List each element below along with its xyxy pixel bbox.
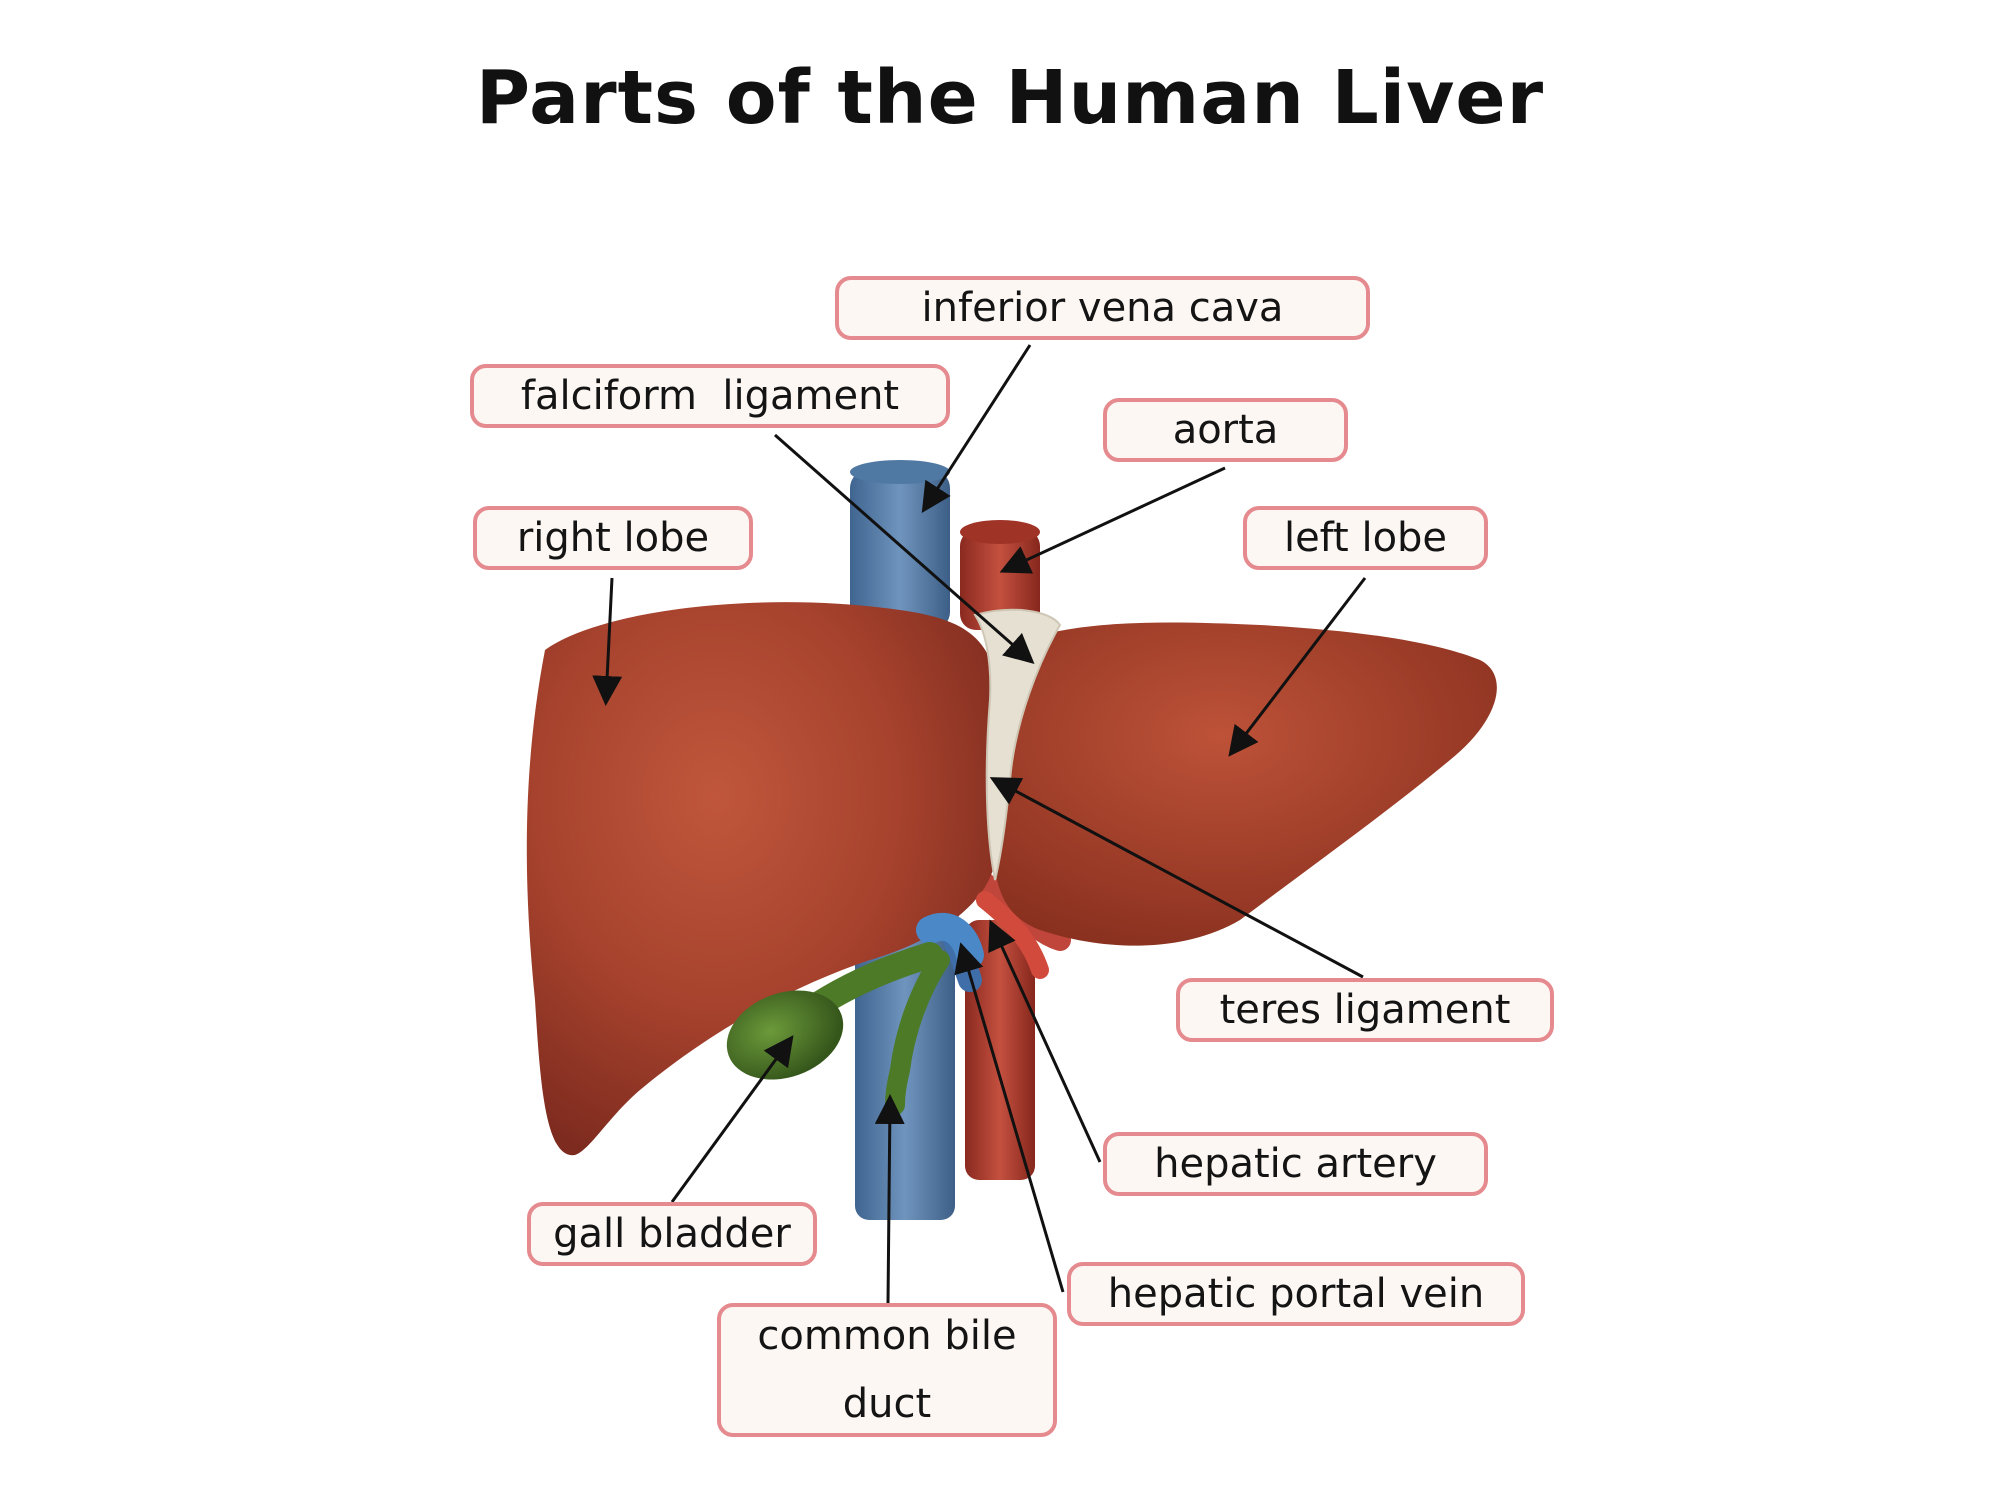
label-inferior-vena-cava: inferior vena cava (835, 276, 1370, 340)
pointer-right-lobe (592, 577, 623, 706)
right-lobe (526, 602, 1000, 1156)
pointer-teres-ligament (989, 777, 1364, 979)
pointer-hepatic-portal-vein (954, 942, 1065, 1293)
label-falciform-ligament: falciform ligament (470, 364, 950, 428)
pointer-aorta (999, 466, 1226, 574)
label-gall-bladder: gall bladder (527, 1202, 817, 1266)
falciform-ligament (973, 608, 1062, 881)
page-title: Parts of the Human Liver (475, 55, 1545, 141)
pointer-inferior-vena-cava (921, 344, 1032, 514)
pointer-common-bile-duct (874, 1094, 905, 1304)
inferior-vena-cava-top (850, 460, 950, 484)
hepatic-artery-hilum (976, 891, 1049, 979)
pointer-falciform-ligament (774, 433, 1035, 664)
label-teres-ligament: teres ligament (1176, 978, 1554, 1042)
label-left-lobe: left lobe (1243, 506, 1488, 570)
left-lobe (993, 622, 1497, 946)
gall-bladder (726, 990, 844, 1080)
label-hepatic-artery: hepatic artery (1103, 1132, 1488, 1196)
aorta-lower (965, 920, 1035, 1180)
label-common-bile-duct: common bile duct (717, 1303, 1057, 1437)
pointer-gall-bladder (670, 1035, 794, 1203)
pointer-left-lobe (1228, 577, 1367, 757)
pointer-hepatic-artery (988, 919, 1102, 1163)
label-aorta: aorta (1103, 398, 1348, 462)
aorta-top (960, 520, 1040, 544)
label-right-lobe: right lobe (473, 506, 753, 570)
label-hepatic-portal-vein: hepatic portal vein (1067, 1262, 1525, 1326)
